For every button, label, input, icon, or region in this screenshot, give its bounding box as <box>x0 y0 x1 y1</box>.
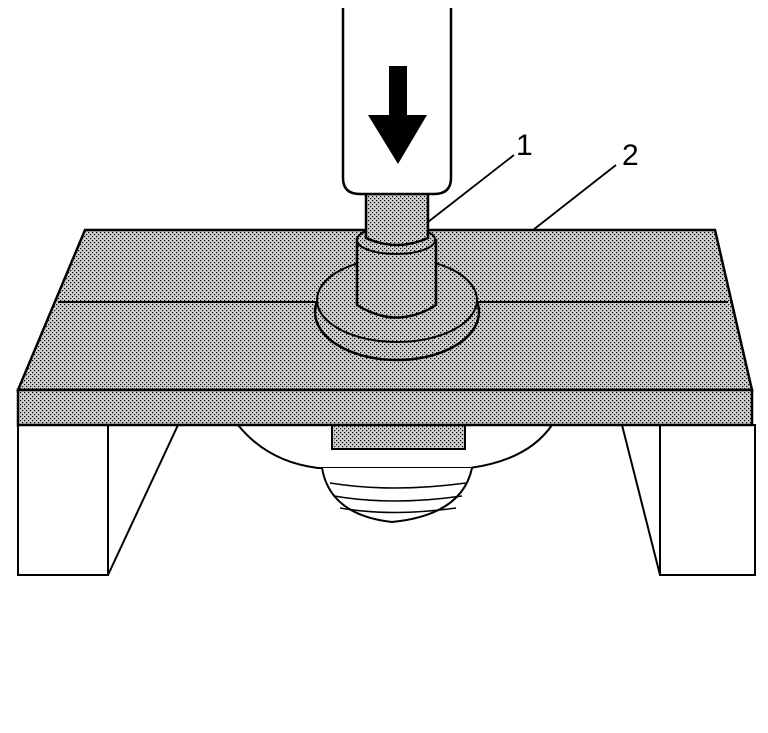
component-housing <box>235 424 554 524</box>
callout-1-leader <box>427 154 515 223</box>
callout-2-label: 2 <box>622 139 639 172</box>
down-arrow-icon <box>368 66 427 164</box>
left-support-block <box>17 424 179 576</box>
callout-1-label: 1 <box>516 129 533 162</box>
callout-2-leader <box>532 164 617 231</box>
installer-tool <box>355 190 438 319</box>
right-support-block <box>621 424 756 576</box>
